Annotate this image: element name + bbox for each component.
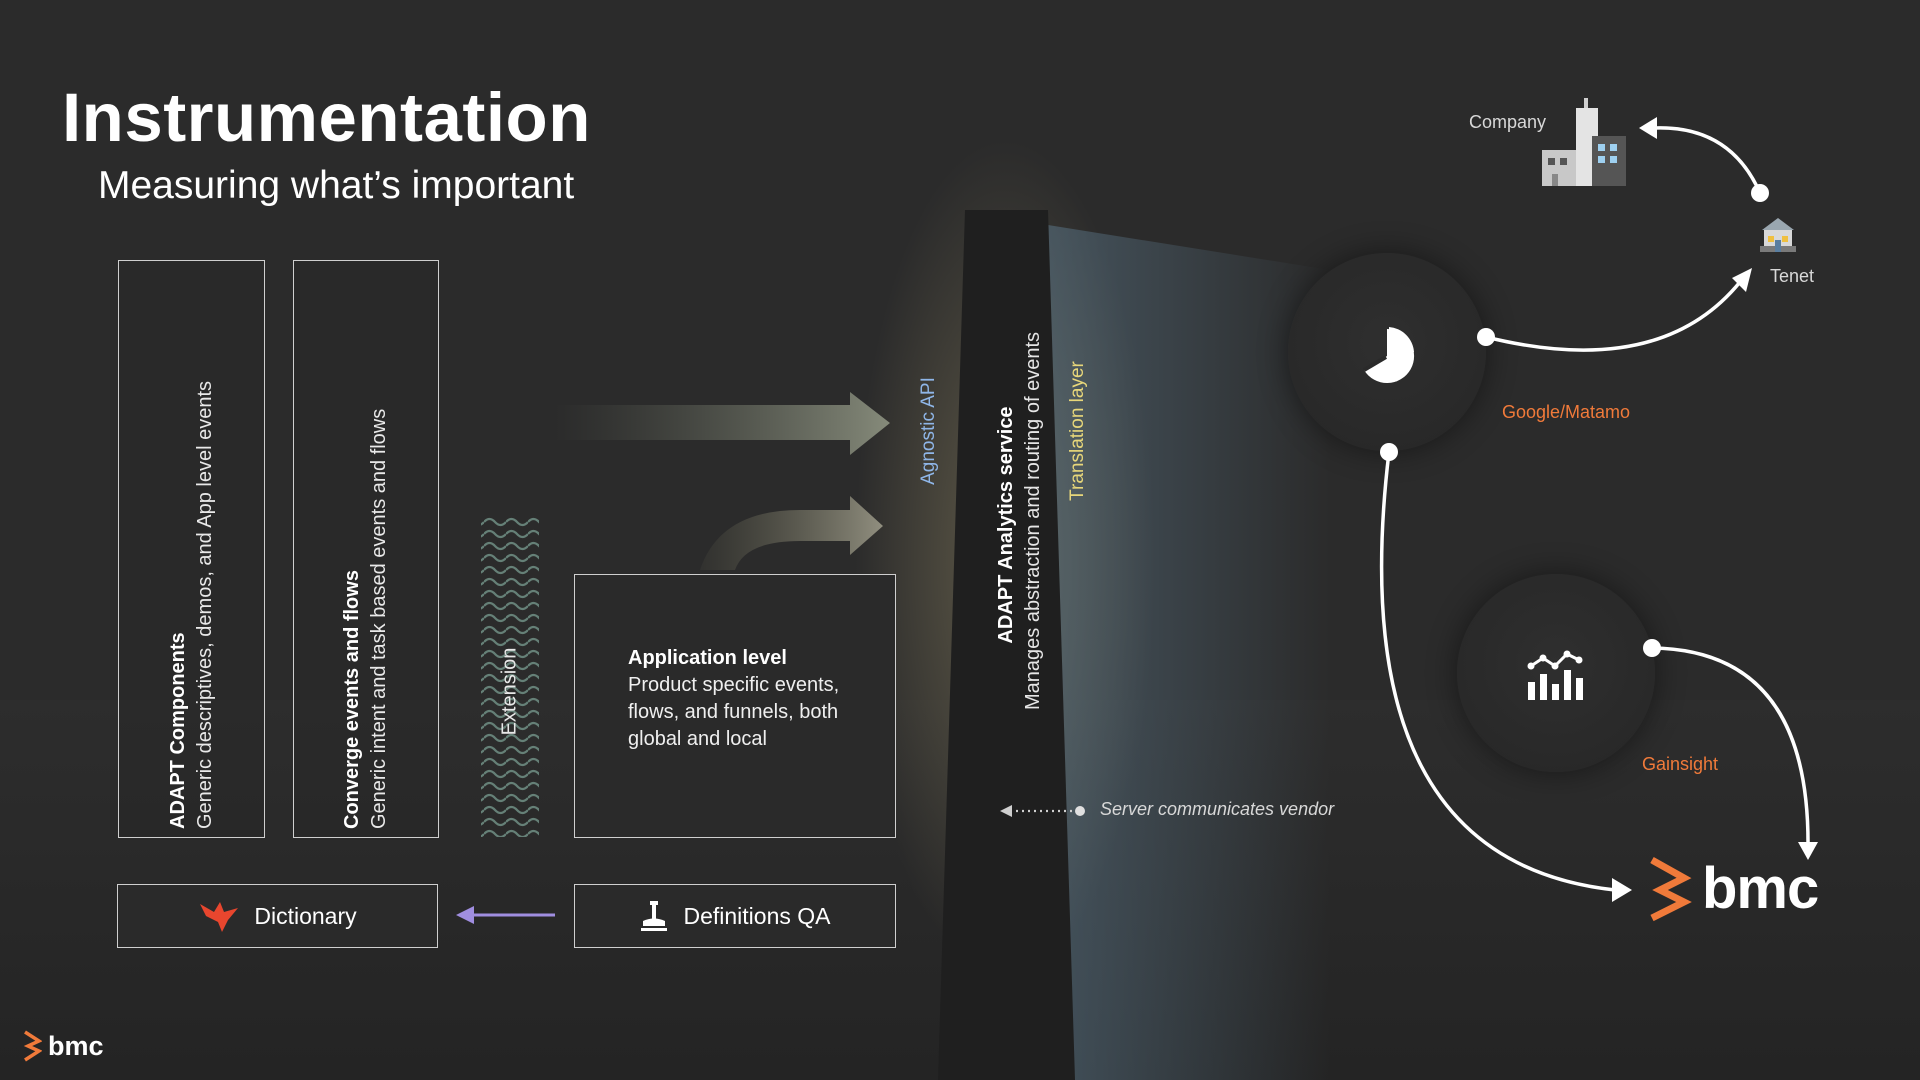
application-level-box: Application level Product specific event…	[574, 574, 896, 838]
dictionary-box[interactable]: Dictionary	[117, 884, 438, 948]
bmc-logo-large[interactable]: bmc	[1646, 855, 1819, 922]
footer-bmc-text: bmc	[48, 1030, 104, 1061]
pie-chart-icon	[1362, 327, 1415, 383]
bmc-logo-text: bmc	[1702, 856, 1819, 921]
event-flow-arrow-top	[555, 392, 890, 455]
tenet-house-icon	[1760, 218, 1796, 252]
page-title: Instrumentation	[62, 79, 591, 156]
footer-bmc-logo[interactable]: bmc	[22, 1030, 104, 1062]
page-subtitle: Measuring what’s important	[98, 164, 575, 207]
definitions-qa-label: Definitions QA	[683, 902, 831, 929]
dictionary-label: Dictionary	[254, 902, 357, 929]
footer-bmc-chevron-icon	[23, 1030, 42, 1062]
application-level-title: Application level	[628, 647, 787, 669]
stamp-icon	[641, 901, 668, 931]
event-flow-arrow-curved	[700, 496, 883, 570]
adapt-components-box: ADAPT Components Generic descriptives, d…	[118, 260, 265, 838]
converge-events-box: Converge events and flows Generic intent…	[293, 260, 439, 838]
bird-icon	[200, 902, 239, 932]
extension-band	[481, 517, 539, 837]
application-level-body: Product specific events, flows, and funn…	[628, 674, 840, 750]
bar-chart-icon	[1527, 650, 1583, 700]
company-label: Company	[1469, 112, 1547, 132]
bmc-chevron-icon	[1650, 856, 1692, 921]
tenet-label: Tenet	[1770, 266, 1815, 286]
google-matamo-label: Google/Matamo	[1502, 402, 1631, 422]
server-communicates-note: Server communicates vendor	[1100, 799, 1335, 819]
company-building-icon	[1542, 98, 1626, 186]
gainsight-label: Gainsight	[1642, 754, 1719, 774]
definitions-qa-box[interactable]: Definitions QA	[574, 884, 896, 948]
